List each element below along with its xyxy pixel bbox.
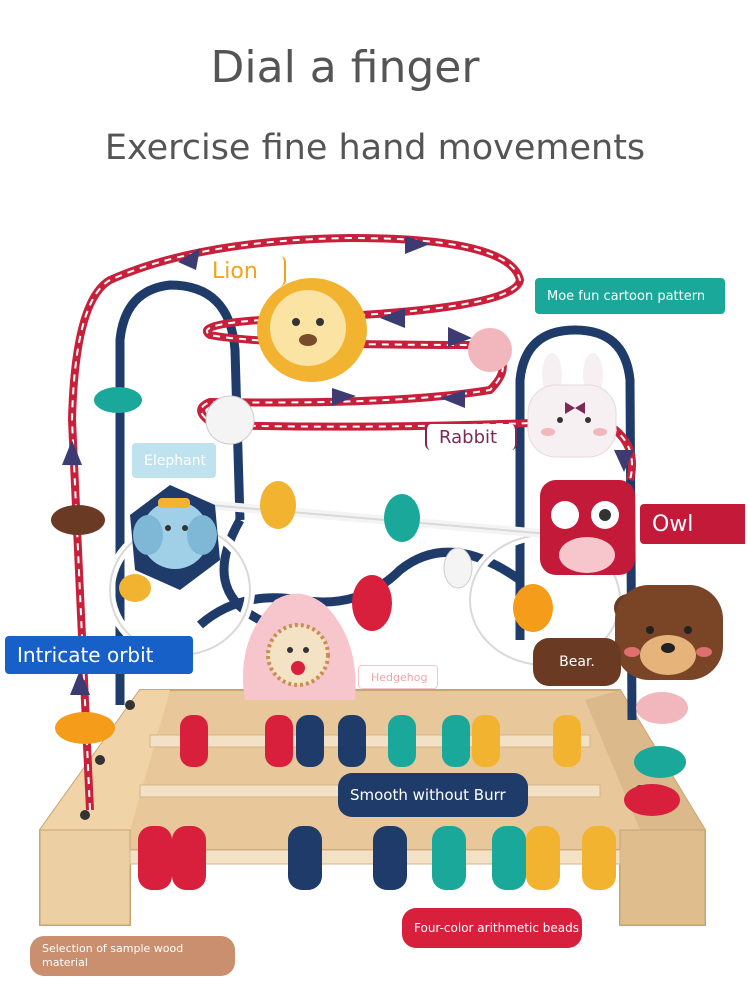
hedgehog-label: Hedgehog <box>358 665 438 689</box>
smooth-label: Smooth without Burr <box>338 773 528 817</box>
elephant-block <box>130 485 220 590</box>
abacus-beads-row-3 <box>138 826 616 890</box>
bear-label: Bear. <box>533 638 621 686</box>
owl-block <box>540 480 635 575</box>
arithmetic-beads-label: Four-color arithmetic beads <box>402 908 582 948</box>
elephant-label: Elephant <box>132 443 216 478</box>
route-arrows <box>62 236 634 695</box>
lion-label: Lion <box>200 256 286 286</box>
wood-material-label: Selection of sample wood material <box>30 936 235 976</box>
rabbit-label: Rabbit <box>425 424 517 450</box>
heading: Dial a finger <box>210 42 480 93</box>
abacus-beads-row-1 <box>180 715 581 767</box>
wire-beads <box>51 328 688 816</box>
lion-block <box>257 278 367 382</box>
intricate-orbit-label: Intricate orbit <box>5 636 193 674</box>
moe-cartoon-label: Moe fun cartoon pattern <box>535 278 725 314</box>
bear-block <box>614 585 723 680</box>
rabbit-block <box>527 353 617 458</box>
owl-label: Owl <box>640 504 745 544</box>
subheading: Exercise fine hand movements <box>104 128 646 168</box>
hedgehog-block <box>243 593 356 700</box>
